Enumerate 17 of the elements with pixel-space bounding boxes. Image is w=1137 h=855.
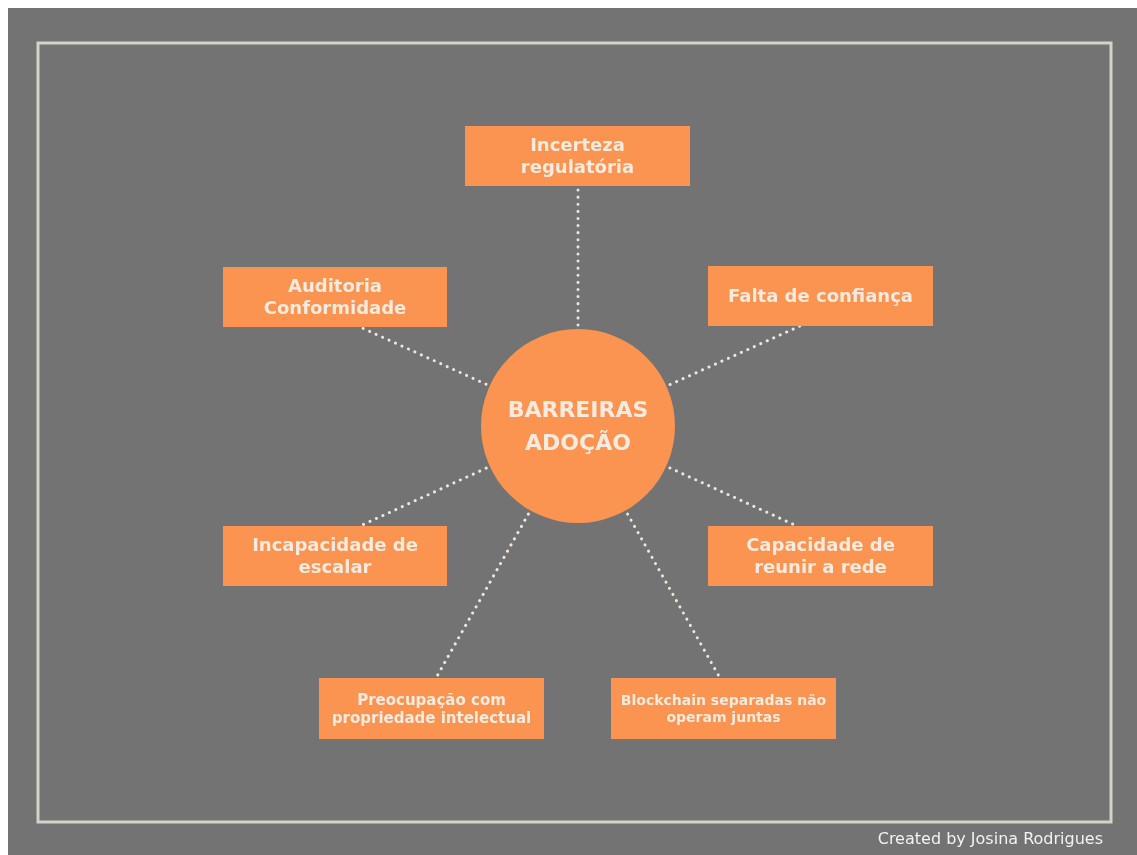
node-text: Capacidade de reunir a rede xyxy=(745,534,896,578)
topic-box xyxy=(319,678,544,739)
node-text: Auditoria Conformidade xyxy=(262,275,408,319)
connector-line xyxy=(668,324,802,386)
node-text: Falta de confiança xyxy=(728,285,913,307)
node-text: Blockchain separadas não operam juntas xyxy=(619,691,828,726)
topic-box xyxy=(465,126,690,186)
topic-box xyxy=(708,526,933,586)
topic-box xyxy=(708,266,933,326)
topic-box xyxy=(611,678,836,739)
credit-text: Created by Josina Rodrigues xyxy=(877,829,1103,848)
node-text: Incapacidade de escalar xyxy=(251,534,419,578)
node-text: BARREIRAS ADOÇÃO xyxy=(506,396,650,457)
topic-box xyxy=(223,526,447,586)
node-text: Incerteza regulatória xyxy=(519,134,636,178)
node-text: Preocupação com propriedade intelectual xyxy=(330,690,533,727)
topic-box xyxy=(223,267,447,327)
